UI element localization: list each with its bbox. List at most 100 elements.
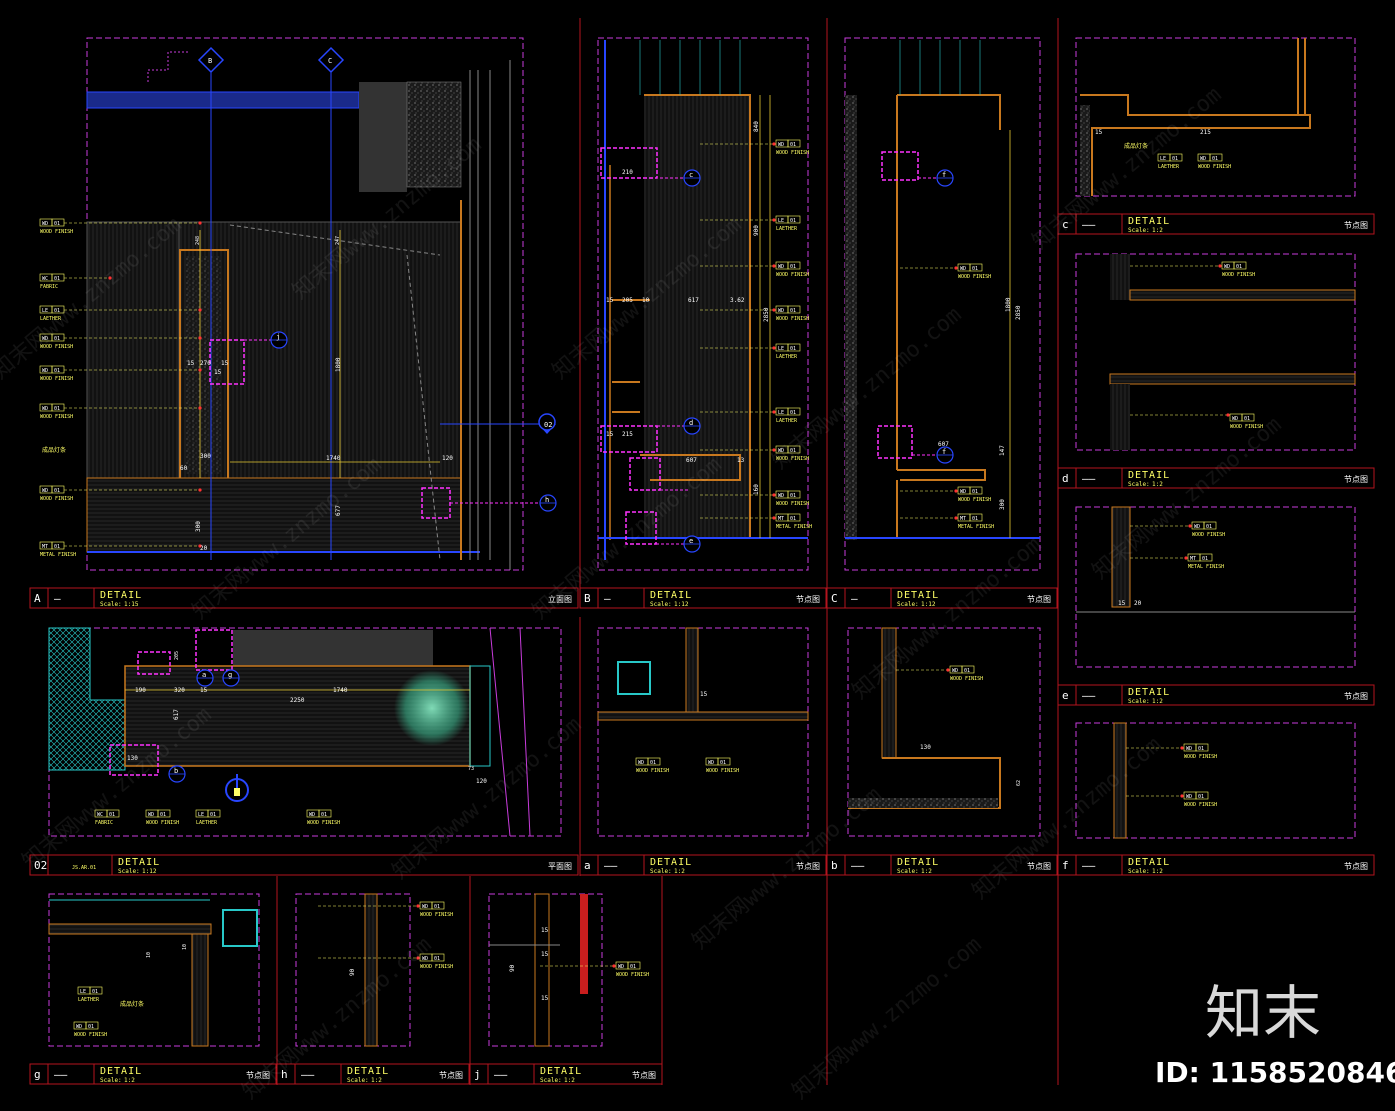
title-block-id: A (34, 592, 41, 605)
leader-dot (772, 410, 776, 414)
material-code: WD (1186, 794, 1192, 800)
title-block-symbol: —— (54, 1068, 68, 1081)
dimension-label: 210 (622, 169, 633, 176)
dimension-label: 2250 (290, 697, 305, 704)
title-block-cn-label: 节点图 (439, 1071, 463, 1080)
title-block-cn-label: 节点图 (1027, 595, 1051, 604)
material-number: 01 (321, 812, 327, 818)
material-name: LAETHER (776, 418, 798, 424)
title-block-title: DETAIL (1128, 216, 1170, 227)
detail-h (295, 893, 411, 1047)
title-block-cn-label: 节点图 (1027, 862, 1051, 871)
dimension-label: 2850 (763, 307, 770, 322)
material-code: MT (960, 516, 966, 522)
material-code: WD (960, 266, 966, 272)
leader-dot (772, 448, 776, 452)
leader-dot (416, 904, 420, 908)
leader-dot (198, 488, 202, 492)
dimension-label: 248 (195, 236, 201, 245)
leader-dot (946, 668, 950, 672)
title-block-scale: 1:2 (1152, 481, 1163, 488)
material-name: WOOD FINISH (1230, 424, 1263, 430)
title-block-cn-label: 节点图 (246, 1071, 270, 1080)
title-block-title: DETAIL (650, 857, 692, 868)
material-code: WD (42, 406, 48, 412)
dimension-label: 1740 (333, 687, 348, 694)
material-number: 01 (720, 760, 726, 766)
material-number: 01 (54, 406, 60, 412)
material-name: METAL FINISH (40, 552, 76, 558)
title-block-cn-label: 节点图 (632, 1071, 656, 1080)
dimension-label: 677 (335, 505, 342, 516)
detail-f (1075, 722, 1356, 839)
material-code: LE (1160, 156, 1166, 162)
material-number: 01 (54, 544, 60, 550)
title-block-id: c (1062, 218, 1069, 231)
section-bubble: b (168, 765, 186, 783)
material-number: 01 (54, 276, 60, 282)
title-block-scale: 1:2 (564, 1077, 575, 1084)
title-block-id: 02 (34, 859, 47, 872)
title-block-scale: 1:2 (1152, 698, 1163, 705)
material-code: WD (960, 489, 966, 495)
material-code: WC (42, 276, 48, 282)
title-block-scale: 1:2 (1152, 868, 1163, 875)
material-number: 01 (790, 516, 796, 522)
material-number: 01 (109, 812, 115, 818)
leader-dot (954, 266, 958, 270)
material-code: WD (1224, 264, 1230, 270)
dimension-label: 15 (541, 951, 549, 958)
dimension-label: 900 (753, 225, 760, 236)
dimension-label: 15 (214, 369, 222, 376)
title-block-scale-label: Scale: (540, 1077, 562, 1084)
view-A-elevation (86, 37, 545, 571)
dimension-label: 120 (442, 455, 453, 462)
dimension-label: 20 (200, 545, 208, 552)
title-block-cn-label: 节点图 (796, 862, 820, 871)
title-block-symbol: —— (1082, 218, 1096, 231)
watermark-logo: 知末 (1205, 979, 1321, 1047)
material-number: 01 (972, 266, 978, 272)
leader-dot (772, 493, 776, 497)
material-name: LAETHER (78, 997, 100, 1003)
material-code: WD (778, 493, 784, 499)
leader-dot (1180, 794, 1184, 798)
dimension-label: 10 (182, 944, 188, 950)
material-name: WOOD FINISH (146, 820, 179, 826)
dimension-label: 15 (700, 691, 708, 698)
material-code: LE (778, 218, 784, 224)
section-bubble: f (936, 169, 954, 187)
material-number: 01 (88, 1024, 94, 1030)
dimension-label: 130 (127, 755, 138, 762)
material-name: WOOD FINISH (1192, 532, 1225, 538)
leader-dot (772, 264, 776, 268)
bubble-label: b (174, 767, 178, 775)
dimension-label: 13 (737, 457, 745, 464)
title-block-cn-label: 平面图 (548, 862, 572, 871)
sheet-frame-lines (276, 18, 1059, 1085)
title-block-id: h (281, 1068, 288, 1081)
material-code: MT (778, 516, 784, 522)
leader-dot (1184, 556, 1188, 560)
dimension-label: 147 (999, 445, 1006, 456)
title-block-id: f (1062, 859, 1069, 872)
title-block-id: j (474, 1068, 481, 1081)
leader-dot (198, 221, 202, 225)
drawing-id: ID: 1158520846 (1155, 1056, 1395, 1089)
title-block-scale: 1:2 (1152, 227, 1163, 234)
